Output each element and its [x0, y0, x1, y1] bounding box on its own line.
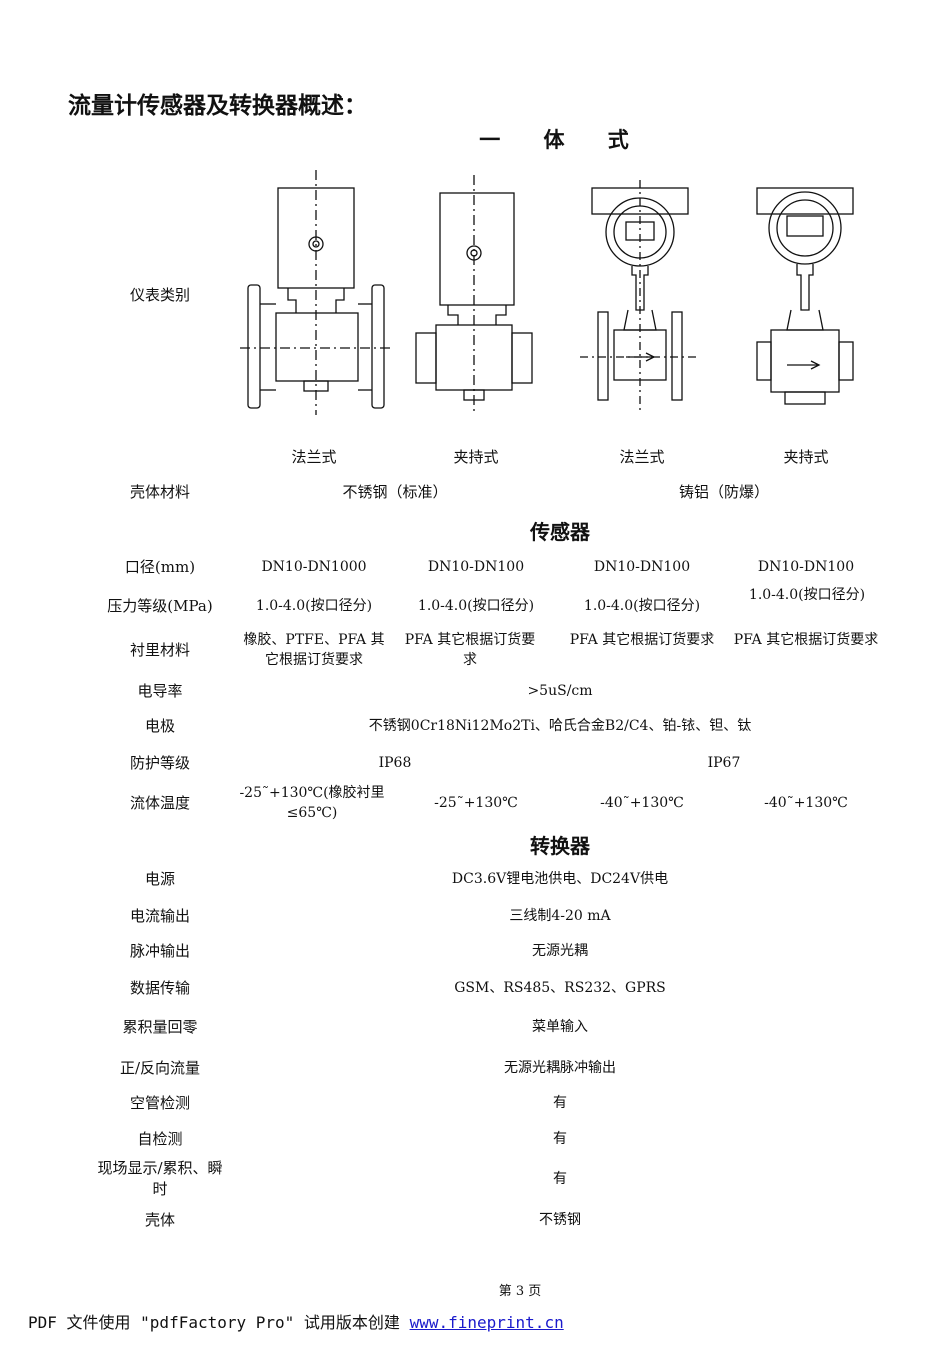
label-self-test: 自检测 — [137, 1130, 183, 1148]
label-temperature: 流体温度 — [129, 794, 190, 812]
label-electrode: 电极 — [144, 717, 175, 735]
diameter-col1: DN10-DN1000 — [261, 559, 367, 575]
empty-pipe-detection-value: 有 — [553, 1095, 567, 1111]
label-diameter: 口径(mm) — [124, 558, 196, 576]
housing-value: 不锈钢 — [539, 1212, 581, 1228]
pulse-output-value: 无源光耦 — [532, 943, 588, 959]
lining-col1: 橡胶、PTFE、PFA 其它根据订货要求 — [243, 632, 385, 668]
current-output-value: 三线制4-20 mA — [509, 908, 611, 924]
footer-text: PDF 文件使用 "pdfFactory Pro" 试用版本创建 — [28, 1313, 400, 1332]
self-test-value: 有 — [553, 1131, 567, 1147]
electrode-value: 不锈钢0Cr18Ni12Mo2Ti、哈氏合金B2/C4、铂-铱、钽、钛 — [368, 718, 752, 734]
diameter-col2: DN10-DN100 — [427, 559, 525, 575]
page-number: 第 3 页 — [498, 1284, 542, 1299]
label-empty-pipe-detection: 空管检测 — [129, 1094, 190, 1112]
temperature-col1: -25˜+130℃(橡胶衬里≤65℃) — [239, 785, 385, 821]
wafer-vortex-drawing — [756, 187, 854, 405]
type-flanged-1: 法兰式 — [291, 448, 337, 466]
temperature-col4: -40˜+130℃ — [764, 795, 848, 811]
pressure-col3: 1.0-4.0(按口径分) — [583, 598, 701, 614]
type-wafer-2: 夹持式 — [783, 448, 829, 466]
label-protection: 防护等级 — [129, 754, 190, 772]
label-instrument-type: 仪表类别 — [129, 286, 190, 304]
conductivity-value: >5uS/cm — [527, 683, 593, 699]
sensor-section-heading: 传感器 — [530, 520, 590, 544]
document-title: 流量计传感器及转换器概述： — [68, 93, 367, 119]
label-data-transmission: 数据传输 — [129, 979, 190, 997]
power-value: DC3.6V锂电池供电、DC24V供电 — [451, 871, 669, 887]
local-display-value: 有 — [553, 1171, 567, 1187]
bidirectional-flow-value: 无源光耦脉冲输出 — [504, 1060, 616, 1076]
flanged-vortex-drawing — [580, 180, 700, 410]
lining-col2: PFA 其它根据订货要求 — [404, 632, 536, 668]
shell-material-explosion-proof: 铸铝（防爆） — [678, 483, 769, 501]
footer-link[interactable]: www.fineprint.cn — [409, 1313, 564, 1332]
diameter-col4: DN10-DN100 — [757, 559, 855, 575]
label-shell-material: 壳体材料 — [129, 483, 190, 501]
lining-col3: PFA 其它根据订货要求 — [569, 632, 715, 648]
diameter-col3: DN10-DN100 — [593, 559, 691, 575]
label-lining: 衬里材料 — [129, 641, 190, 659]
section-subtitle: 一 体 式 — [479, 128, 647, 152]
pressure-col2: 1.0-4.0(按口径分) — [417, 598, 535, 614]
label-local-display: 现场显示/累积、瞬时 — [97, 1159, 223, 1198]
flanged-meter-drawing — [240, 170, 390, 415]
total-reset-value: 菜单输入 — [532, 1019, 588, 1035]
converter-section-heading: 转换器 — [530, 834, 590, 858]
label-housing: 壳体 — [144, 1211, 175, 1229]
label-pulse-output: 脉冲输出 — [129, 942, 190, 960]
shell-material-standard: 不锈钢（标准） — [342, 483, 448, 501]
lining-col4: PFA 其它根据订货要求 — [733, 632, 879, 648]
pressure-col1: 1.0-4.0(按口径分) — [255, 598, 373, 614]
type-wafer-1: 夹持式 — [453, 448, 499, 466]
temperature-col3: -40˜+130℃ — [600, 795, 684, 811]
protection-explosion-proof: IP67 — [707, 755, 741, 771]
type-flanged-2: 法兰式 — [619, 448, 665, 466]
data-transmission-value: GSM、RS485、RS232、GPRS — [454, 980, 666, 996]
pdf-footer: PDF 文件使用 "pdfFactory Pro" 试用版本创建 www.fin… — [28, 1309, 564, 1333]
protection-standard: IP68 — [378, 755, 412, 771]
wafer-meter-drawing — [415, 175, 533, 415]
label-pressure: 压力等级(MPa) — [107, 597, 213, 615]
temperature-col2: -25˜+130℃ — [434, 795, 518, 811]
label-bidirectional-flow: 正/反向流量 — [119, 1059, 201, 1077]
label-conductivity: 电导率 — [137, 682, 183, 700]
label-power: 电源 — [144, 870, 175, 888]
label-current-output: 电流输出 — [129, 907, 190, 925]
label-total-reset: 累积量回零 — [122, 1018, 198, 1036]
pressure-col4: 1.0-4.0(按口径分) — [748, 587, 866, 603]
